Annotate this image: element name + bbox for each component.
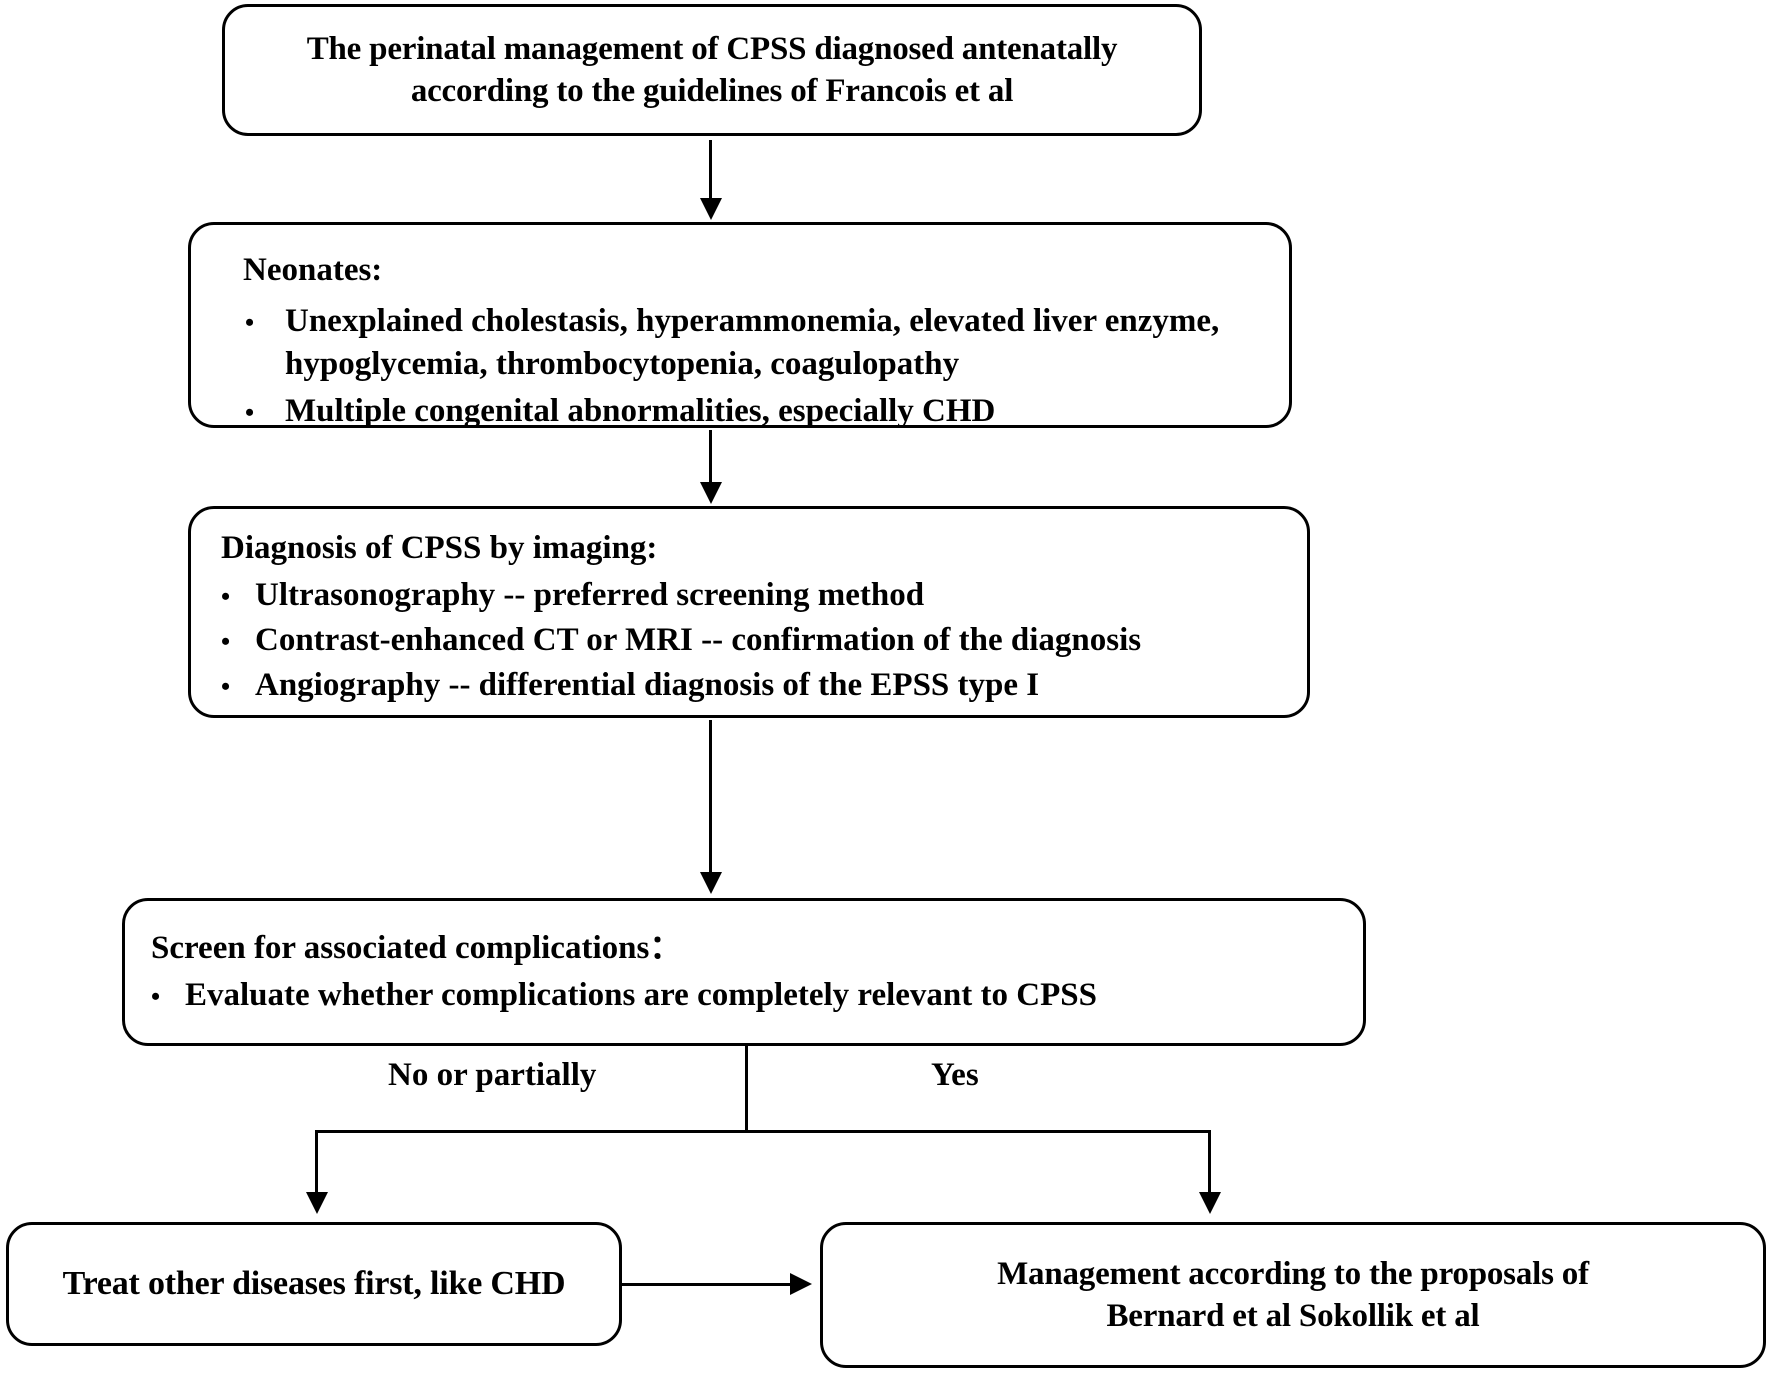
edge-label-no-or-partially: No or partially [388,1057,597,1093]
connector-branch-yes [1208,1130,1211,1196]
node-diagnosis-heading: Diagnosis of CPSS by imaging: [221,530,658,566]
edge-label-yes: Yes [931,1057,979,1093]
bullet-dot-icon: • [245,307,255,337]
node-management-line-2: Bernard et al Sokollik et al [1106,1298,1480,1334]
node-management-proposals: Management according to the proposals of… [820,1222,1766,1368]
arrowhead-neonates-to-diagnosis [700,482,722,504]
node-diagnosis-bullet-3-text: Angiography -- differential diagnosis of… [255,666,1040,703]
node-diagnosis-bullet-3: • Angiography -- differential diagnosis … [221,664,1281,707]
bullet-dot-icon: • [245,397,255,427]
node-management-line-1: Management according to the proposals of [997,1255,1589,1292]
node-neonates-bullet-2-text: Multiple congenital abnormalities, espec… [285,392,996,429]
bullet-dot-icon: • [151,982,161,1011]
node-neonates-heading: Neonates: [243,252,383,288]
node-diagnosis-bullet-2-text: Contrast-enhanced CT or MRI -- confirmat… [255,621,1142,658]
arrowhead-branch-yes [1199,1192,1221,1214]
node-title-line-2: according to the guidelines of Francois … [410,73,1014,109]
connector-branch-no-partially [315,1130,318,1196]
bullet-dot-icon: • [221,581,231,611]
connector-neonates-to-diagnosis [709,430,712,486]
connector-treat-to-management [622,1283,794,1286]
connector-title-to-neonates [709,140,712,202]
node-diagnosis-bullet-1: • Ultrasonography -- preferred screening… [221,574,1281,617]
node-neonates: Neonates: • Unexplained cholestasis, hyp… [188,222,1292,429]
arrowhead-treat-to-management [790,1273,812,1295]
node-diagnosis-bullet-1-text: Ultrasonography -- preferred screening m… [255,576,925,613]
connector-screen-split-bar [315,1130,1211,1133]
node-screen-heading: Screen for associated complications： [151,930,683,967]
arrowhead-title-to-neonates [700,198,722,220]
node-treat-other-diseases: Treat other diseases first, like CHD [6,1222,622,1346]
node-treat-line-1: Treat other diseases first, like CHD [62,1265,566,1303]
arrowhead-branch-no-partially [306,1192,328,1214]
node-screen-bullet-1: • Evaluate whether complications are com… [151,974,1337,1017]
node-title-line-1: The perinatal management of CPSS diagnos… [306,30,1118,67]
node-neonates-bullet-1-text: Unexplained cholestasis, hyperammonemia,… [285,302,1220,382]
connector-diagnosis-to-screen [709,720,712,876]
node-diagnosis: Diagnosis of CPSS by imaging: • Ultrason… [188,506,1310,718]
node-neonates-bullet-2: • Multiple congenital abnormalities, esp… [225,390,1259,433]
node-neonates-bullet-1: • Unexplained cholestasis, hyperammonemi… [225,300,1259,386]
node-title: The perinatal management of CPSS diagnos… [222,4,1202,136]
node-screen-complications: Screen for associated complications： • E… [122,898,1366,1046]
node-screen-bullet-1-text: Evaluate whether complications are compl… [185,977,1097,1013]
arrowhead-diagnosis-to-screen [700,872,722,894]
bullet-dot-icon: • [221,626,231,656]
node-diagnosis-bullet-2: • Contrast-enhanced CT or MRI -- confirm… [221,619,1281,662]
connector-screen-split-stem [745,1046,748,1132]
bullet-dot-icon: • [221,671,231,701]
